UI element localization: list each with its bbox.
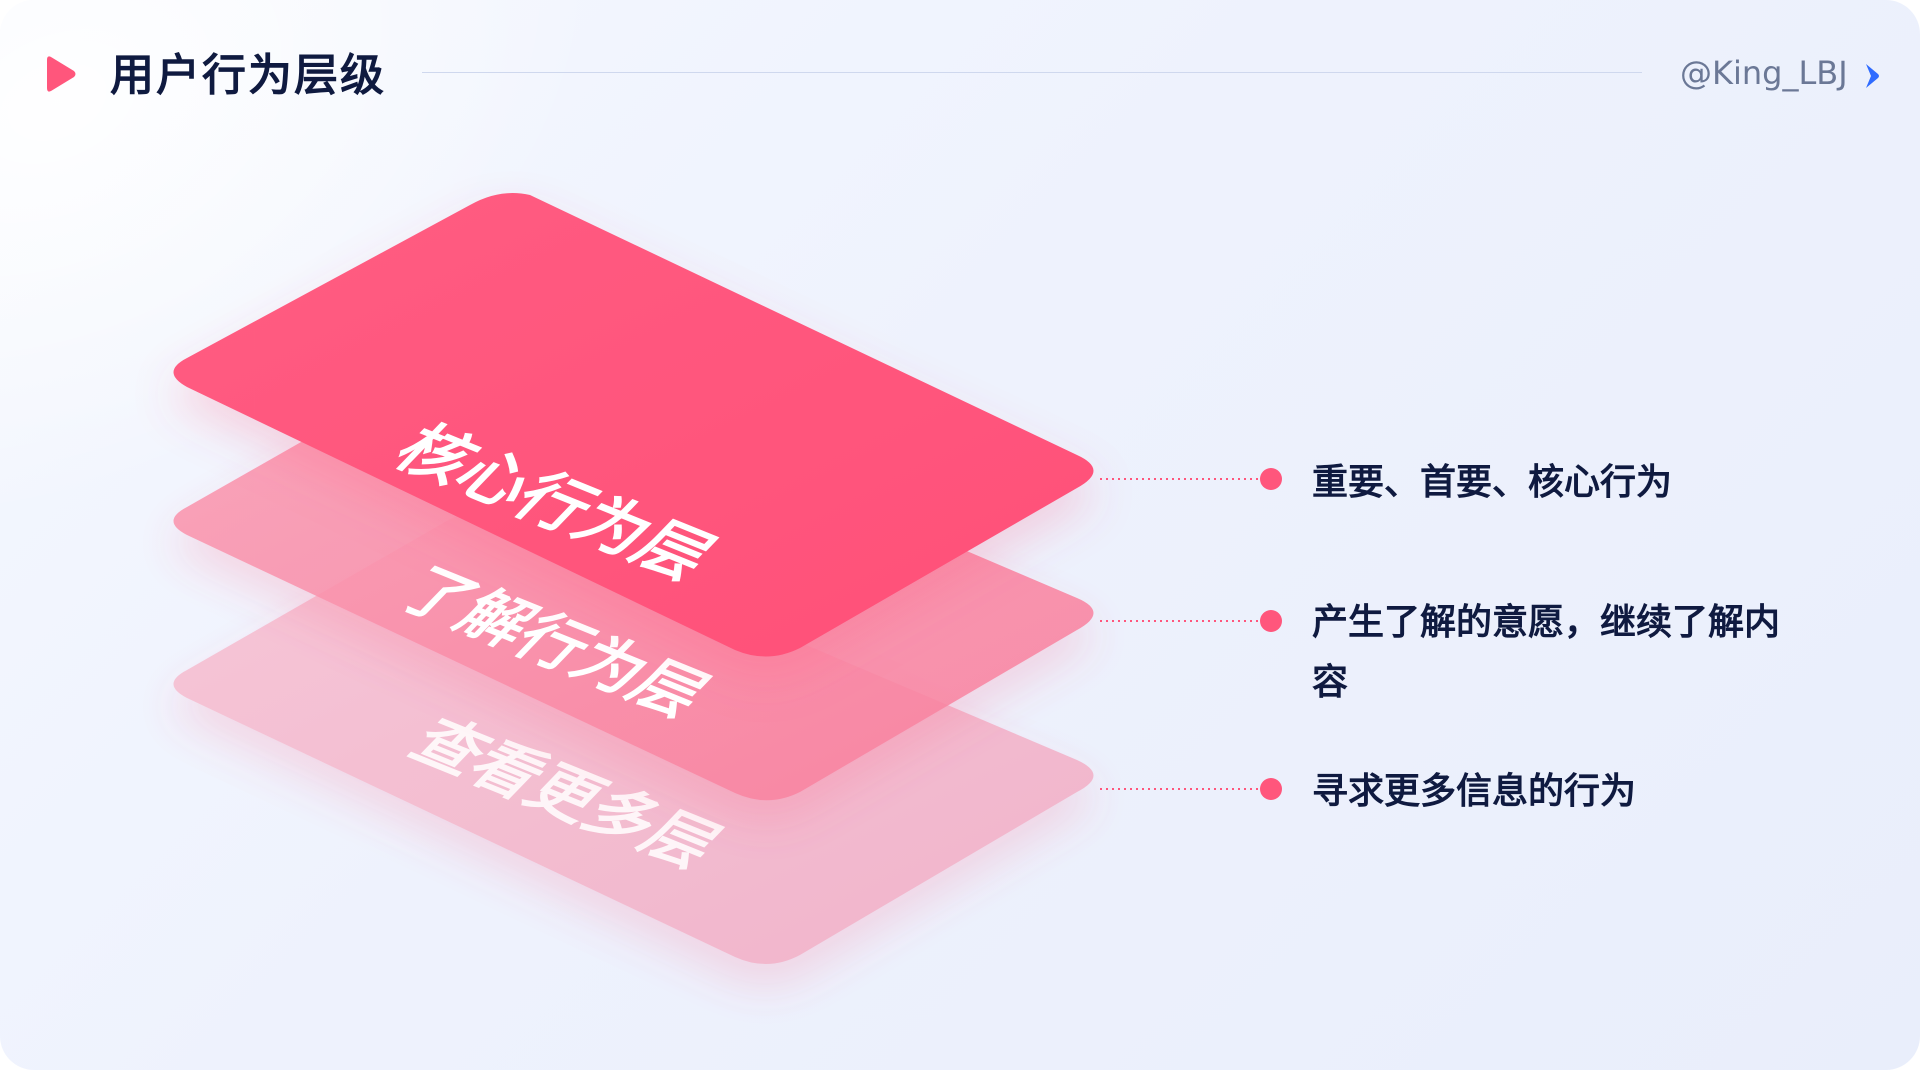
page-title: 用户行为层级 bbox=[110, 50, 386, 101]
connector-core bbox=[1100, 468, 1282, 490]
connector-more-dot bbox=[1260, 778, 1282, 800]
layer-understand-description: 产生了解的意愿，继续了解内容 bbox=[1312, 602, 1781, 703]
header: 用户行为层级 @King_LBJ bbox=[0, 0, 1920, 150]
play-triangle-icon bbox=[47, 56, 76, 92]
connector-core-dot bbox=[1260, 468, 1282, 490]
connector-more bbox=[1100, 778, 1282, 800]
layer-more-description: 寻求更多信息的行为 bbox=[1312, 771, 1637, 812]
layer-core-description: 重要、首要、核心行为 bbox=[1312, 462, 1673, 503]
connector-understand-dot bbox=[1260, 610, 1282, 632]
header-divider bbox=[422, 72, 1642, 73]
chevron-right-icon bbox=[1866, 64, 1879, 88]
connector-understand bbox=[1100, 610, 1282, 632]
author-label: @King_LBJ bbox=[1680, 54, 1848, 92]
layer-core-plate bbox=[173, 192, 1094, 657]
